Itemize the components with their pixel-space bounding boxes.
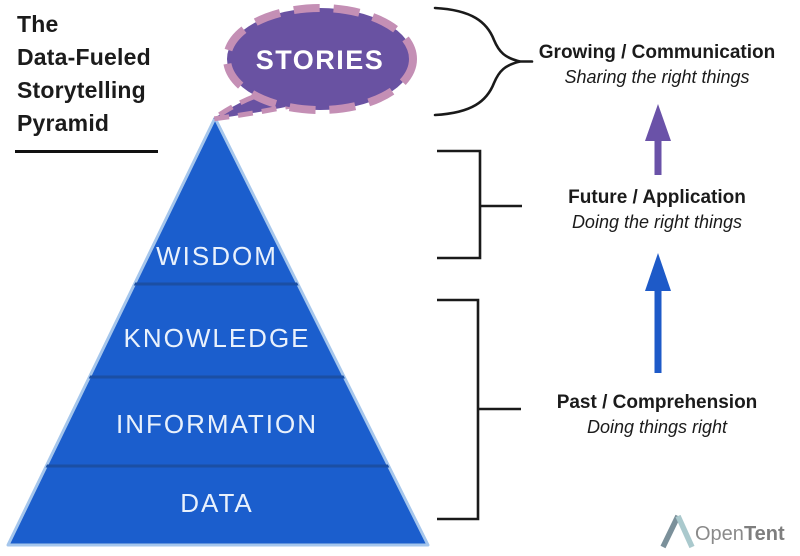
opentent-tent-icon [660, 514, 695, 549]
title-line-3: Storytelling [17, 77, 146, 103]
page-title: The Data-Fueled Storytelling Pyramid [17, 8, 227, 140]
pyramid-layer-knowledge: KNOWLEDGE [123, 323, 310, 353]
stories-speech-bubble: STORIES [211, 4, 417, 122]
logo-text-regular: Open [695, 523, 744, 545]
title-line-4: Pyramid [17, 110, 110, 136]
pyramid-layer-wisdom: WISDOM [156, 241, 278, 271]
annotation-heading: Past / Comprehension [556, 392, 758, 413]
purple-up-arrow-icon [645, 104, 671, 175]
opentent-logo-wordmark: OpenTent [695, 523, 785, 546]
stories-label: STORIES [256, 45, 385, 75]
blue-up-arrow-icon [645, 253, 671, 373]
pyramid-layer-data: DATA [180, 488, 253, 518]
title-line-2: Data-Fueled [17, 44, 151, 70]
annotation-subtext: Doing things right [586, 417, 728, 437]
title-line-1: The [17, 11, 59, 37]
annotation-subtext: Doing the right things [571, 212, 743, 232]
annotation-past-comprehension: Past / Comprehension Doing things right [492, 391, 800, 439]
annotation-heading: Future / Application [568, 187, 746, 208]
logo-text-bold: Tent [743, 523, 785, 545]
title-underline [15, 150, 158, 153]
square-bracket-middle [437, 149, 522, 260]
annotation-future-application: Future / Application Doing the right thi… [492, 186, 800, 234]
square-bracket-bottom [437, 298, 521, 521]
pyramid-layer-information: INFORMATION [116, 409, 318, 439]
speech-bubble-body [223, 4, 417, 114]
annotation-subtext: Sharing the right things [564, 67, 750, 87]
pyramid-shape: WISDOM KNOWLEDGE INFORMATION DATA [6, 116, 430, 547]
annotation-growing-communication: Growing / Communication Sharing the righ… [492, 41, 800, 89]
curly-brace [433, 6, 534, 117]
annotation-heading: Growing / Communication [538, 42, 776, 63]
